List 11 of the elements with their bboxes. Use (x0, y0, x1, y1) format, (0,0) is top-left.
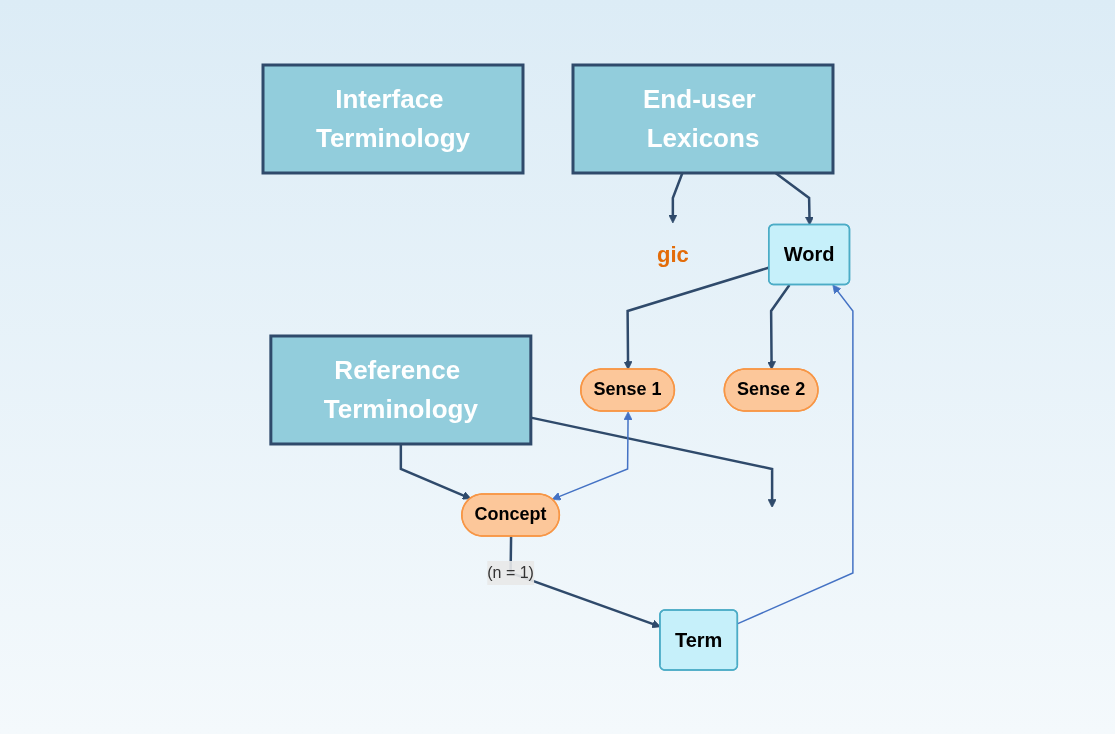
arrow (551, 411, 632, 500)
node-box: End-user Lexicons (571, 63, 835, 174)
node-text: gic (656, 241, 689, 267)
edge-label: (n = 1) (486, 563, 534, 581)
arrow (766, 283, 790, 370)
arrow (668, 172, 684, 223)
node-box: Interface Terminology (261, 63, 525, 174)
arrow (530, 415, 777, 508)
node-box: Reference Terminology (268, 334, 532, 445)
arrow (736, 284, 854, 624)
arrow (399, 443, 471, 500)
